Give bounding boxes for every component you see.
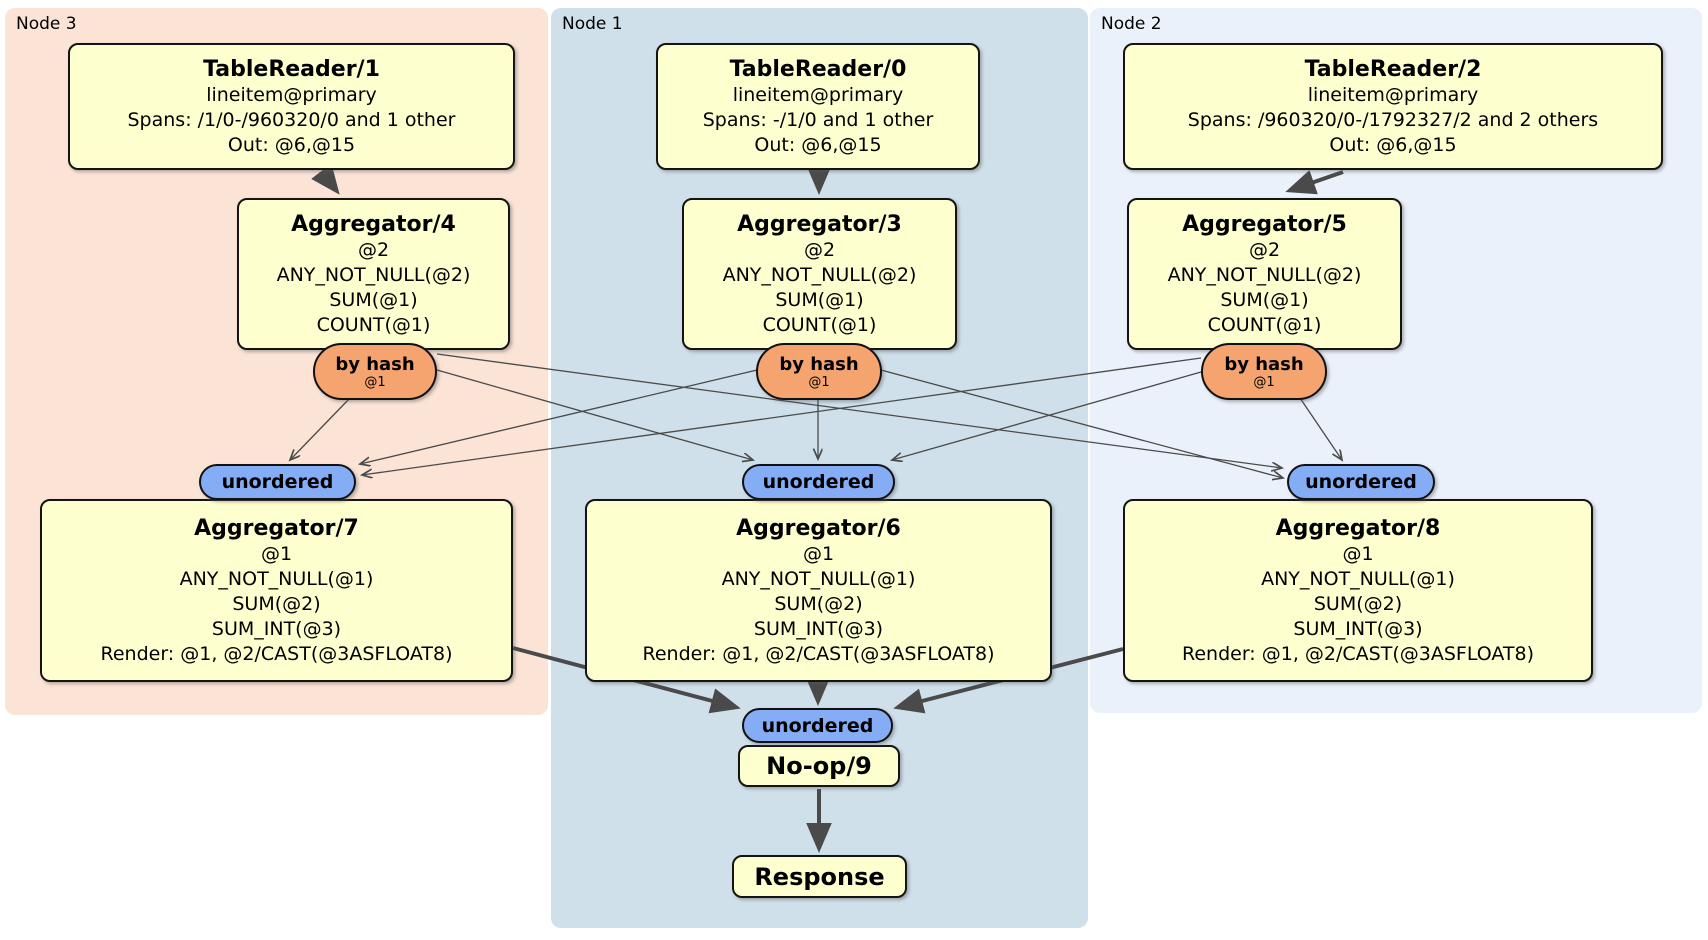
- processor-detail: @2: [803, 238, 836, 261]
- flow-tr2-to-agg5: [1285, 170, 1344, 195]
- flow-tr1-to-agg4: [311, 163, 340, 195]
- processor-aggregator-6: Aggregator/6 @1 ANY_NOT_NULL(@1) SUM(@2)…: [585, 499, 1052, 682]
- processor-detail: ANY_NOT_NULL(@2): [722, 263, 917, 286]
- processor-noop-9: No-op/9: [738, 745, 900, 787]
- processor-detail: ANY_NOT_NULL(@1): [179, 567, 374, 590]
- processor-aggregator-7: Aggregator/7 @1 ANY_NOT_NULL(@1) SUM(@2)…: [40, 499, 513, 682]
- processor-detail: SUM_INT(@3): [211, 617, 342, 640]
- processor-title: TableReader/0: [729, 56, 907, 82]
- processor-response: Response: [732, 855, 907, 898]
- processor-detail: COUNT(@1): [1207, 313, 1322, 336]
- router-key: @1: [1253, 374, 1275, 390]
- processor-title: TableReader/2: [1304, 56, 1482, 82]
- processor-detail: SUM_INT(@3): [1293, 617, 1423, 640]
- router-by-hash-node3: by hash @1: [313, 343, 437, 400]
- processor-title: Aggregator/7: [194, 515, 359, 541]
- region-node1-label: Node 1: [562, 14, 623, 34]
- stream-hash3-to-uno2: [436, 353, 1282, 468]
- processor-detail: lineitem@primary: [732, 83, 904, 106]
- stream-hash2-to-uno1: [892, 371, 1202, 460]
- processor-aggregator-4: Aggregator/4 @2 ANY_NOT_NULL(@2) SUM(@1)…: [237, 198, 510, 350]
- processor-detail: SUM_INT(@3): [753, 617, 884, 640]
- stream-hash1-to-uno2: [880, 369, 1283, 478]
- processor-detail: lineitem@primary: [206, 83, 377, 106]
- processor-tablereader-2: TableReader/2 lineitem@primary Spans: /9…: [1123, 43, 1663, 170]
- sync-label: unordered: [762, 471, 875, 493]
- router-label: by hash: [779, 353, 859, 375]
- processor-detail: @2: [1248, 238, 1281, 261]
- processor-detail: Render: @1, @2/CAST(@3ASFLOAT8): [1182, 642, 1534, 665]
- stream-hash2-to-uno3: [362, 357, 1202, 475]
- processor-title: Response: [754, 862, 885, 891]
- processor-detail: Render: @1, @2/CAST(@3ASFLOAT8): [100, 642, 453, 665]
- processor-aggregator-8: Aggregator/8 @1 ANY_NOT_NULL(@1) SUM(@2)…: [1123, 499, 1593, 682]
- sync-unordered-node1: unordered: [742, 464, 895, 500]
- stream-hash2-to-uno2: [1299, 397, 1342, 460]
- region-node2-label: Node 2: [1101, 14, 1162, 34]
- processor-detail: SUM(@1): [1220, 288, 1309, 311]
- processor-detail: Spans: /1/0-/960320/0 and 1 other: [127, 108, 456, 131]
- processor-detail: Out: @6,@15: [754, 133, 882, 156]
- sync-label: unordered: [221, 471, 334, 493]
- processor-detail: Spans: -/1/0 and 1 other: [702, 108, 934, 131]
- router-label: by hash: [1224, 353, 1304, 375]
- stream-hash1-to-uno3: [360, 369, 758, 464]
- sync-label: unordered: [761, 714, 874, 737]
- processor-title: Aggregator/4: [291, 211, 456, 237]
- processor-detail: ANY_NOT_NULL(@2): [1167, 263, 1362, 286]
- sync-unordered-final: unordered: [742, 708, 893, 743]
- processor-detail: SUM(@2): [774, 592, 863, 615]
- processor-detail: ANY_NOT_NULL(@1): [1261, 567, 1455, 590]
- processor-detail: lineitem@primary: [1307, 83, 1479, 106]
- processor-detail: @1: [1342, 542, 1374, 565]
- stream-hash3-to-uno3: [290, 397, 351, 460]
- processor-title: TableReader/1: [203, 56, 380, 82]
- router-key: @1: [808, 374, 830, 390]
- processor-detail: Out: @6,@15: [1329, 133, 1457, 156]
- processor-title: Aggregator/8: [1275, 515, 1441, 541]
- processor-tablereader-0: TableReader/0 lineitem@primary Spans: -/…: [656, 43, 980, 170]
- router-by-hash-node2: by hash @1: [1201, 343, 1327, 400]
- processor-aggregator-5: Aggregator/5 @2 ANY_NOT_NULL(@2) SUM(@1)…: [1127, 198, 1402, 350]
- processor-tablereader-1: TableReader/1 lineitem@primary Spans: /1…: [68, 43, 515, 170]
- processor-detail: COUNT(@1): [762, 313, 877, 336]
- processor-title: Aggregator/6: [736, 515, 901, 541]
- processor-detail: SUM(@2): [232, 592, 321, 615]
- processor-title: Aggregator/5: [1182, 211, 1347, 237]
- processor-detail: ANY_NOT_NULL(@1): [721, 567, 916, 590]
- processor-detail: ANY_NOT_NULL(@2): [276, 263, 471, 286]
- processor-detail: COUNT(@1): [316, 313, 431, 336]
- processor-title: Aggregator/3: [737, 211, 902, 237]
- region-node3-label: Node 3: [16, 14, 77, 34]
- processor-title: No-op/9: [766, 752, 872, 780]
- processor-detail: @1: [260, 542, 293, 565]
- sync-unordered-node2: unordered: [1287, 464, 1435, 500]
- router-key: @1: [364, 374, 386, 390]
- processor-detail: SUM(@2): [1313, 592, 1403, 615]
- sync-unordered-node3: unordered: [199, 464, 356, 500]
- router-label: by hash: [335, 353, 415, 375]
- processor-detail: @2: [357, 238, 390, 261]
- processor-aggregator-3: Aggregator/3 @2 ANY_NOT_NULL(@2) SUM(@1)…: [682, 198, 957, 350]
- processor-detail: Spans: /960320/0-/1792327/2 and 2 others: [1187, 108, 1599, 131]
- processor-detail: SUM(@1): [775, 288, 864, 311]
- processor-detail: Render: @1, @2/CAST(@3ASFLOAT8): [642, 642, 995, 665]
- processor-detail: Out: @6,@15: [227, 133, 356, 156]
- router-by-hash-node1: by hash @1: [756, 343, 882, 400]
- sync-label: unordered: [1305, 471, 1417, 493]
- processor-detail: SUM(@1): [329, 288, 418, 311]
- stream-hash3-to-uno1: [436, 369, 753, 460]
- processor-detail: @1: [802, 542, 835, 565]
